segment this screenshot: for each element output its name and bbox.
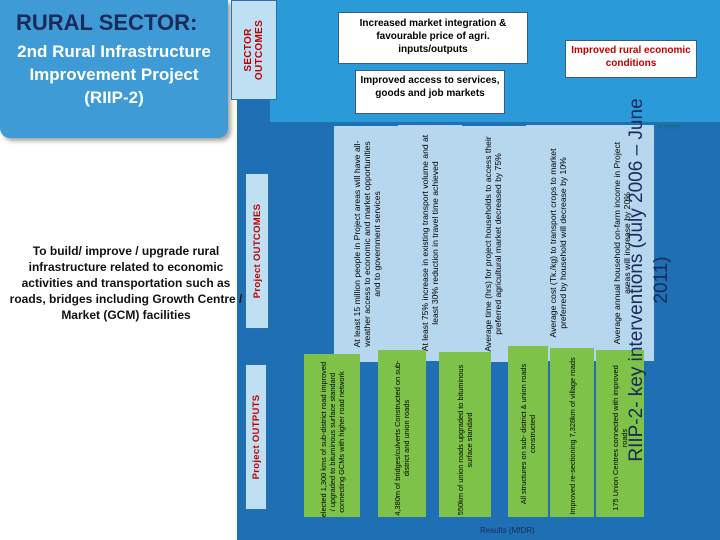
title-box: RURAL SECTOR: 2nd Rural Infrastructure I… (0, 0, 228, 138)
access-outcome: Improved access to services, goods and j… (355, 70, 505, 114)
market-integration-outcome: Increased market integration & favourabl… (338, 12, 528, 64)
sector-title: RURAL SECTOR: (16, 10, 198, 35)
output-card: Improved re-sectioning 7,328km of villag… (550, 348, 594, 524)
output-card: 550km of union roads upgraded to bitumin… (439, 352, 491, 528)
connector-nodes: ○○○○○○ (657, 122, 681, 131)
project-title: 2nd Rural Infrastructure Improvement Pro… (17, 42, 211, 107)
project-outcomes-label: Project OUTCOMES (245, 173, 269, 329)
project-goal-text: To build/ improve / upgrade rural infras… (9, 244, 243, 322)
economic-conditions-outcome: Improved rural economic conditions (565, 40, 697, 78)
outcome-card: Average cost (Tk./kg) to transport crops… (526, 125, 590, 361)
outcome-card: At least 75% increase in existing transp… (398, 125, 462, 361)
bottom-strip (237, 517, 720, 540)
outcome-card: At least 15 million people in Project ar… (334, 126, 400, 362)
outcome-card: Average time (hrs) for project household… (460, 126, 526, 362)
project-outputs-label: Project OUTPUTS (245, 364, 267, 510)
key-interventions-title: RIIP-2- key interventions (July 2006 – J… (626, 98, 672, 462)
output-card: All structures on sub- district & union … (508, 346, 548, 522)
output-card: 4,380m of bridges/culverts Constructed o… (378, 350, 426, 526)
output-card: Selected 1,300 kms of sub-district road … (304, 354, 360, 530)
footer-text: Results (MfDR) (480, 526, 535, 535)
sector-outcomes-label: SECTOR OUTCOMES (231, 0, 277, 100)
